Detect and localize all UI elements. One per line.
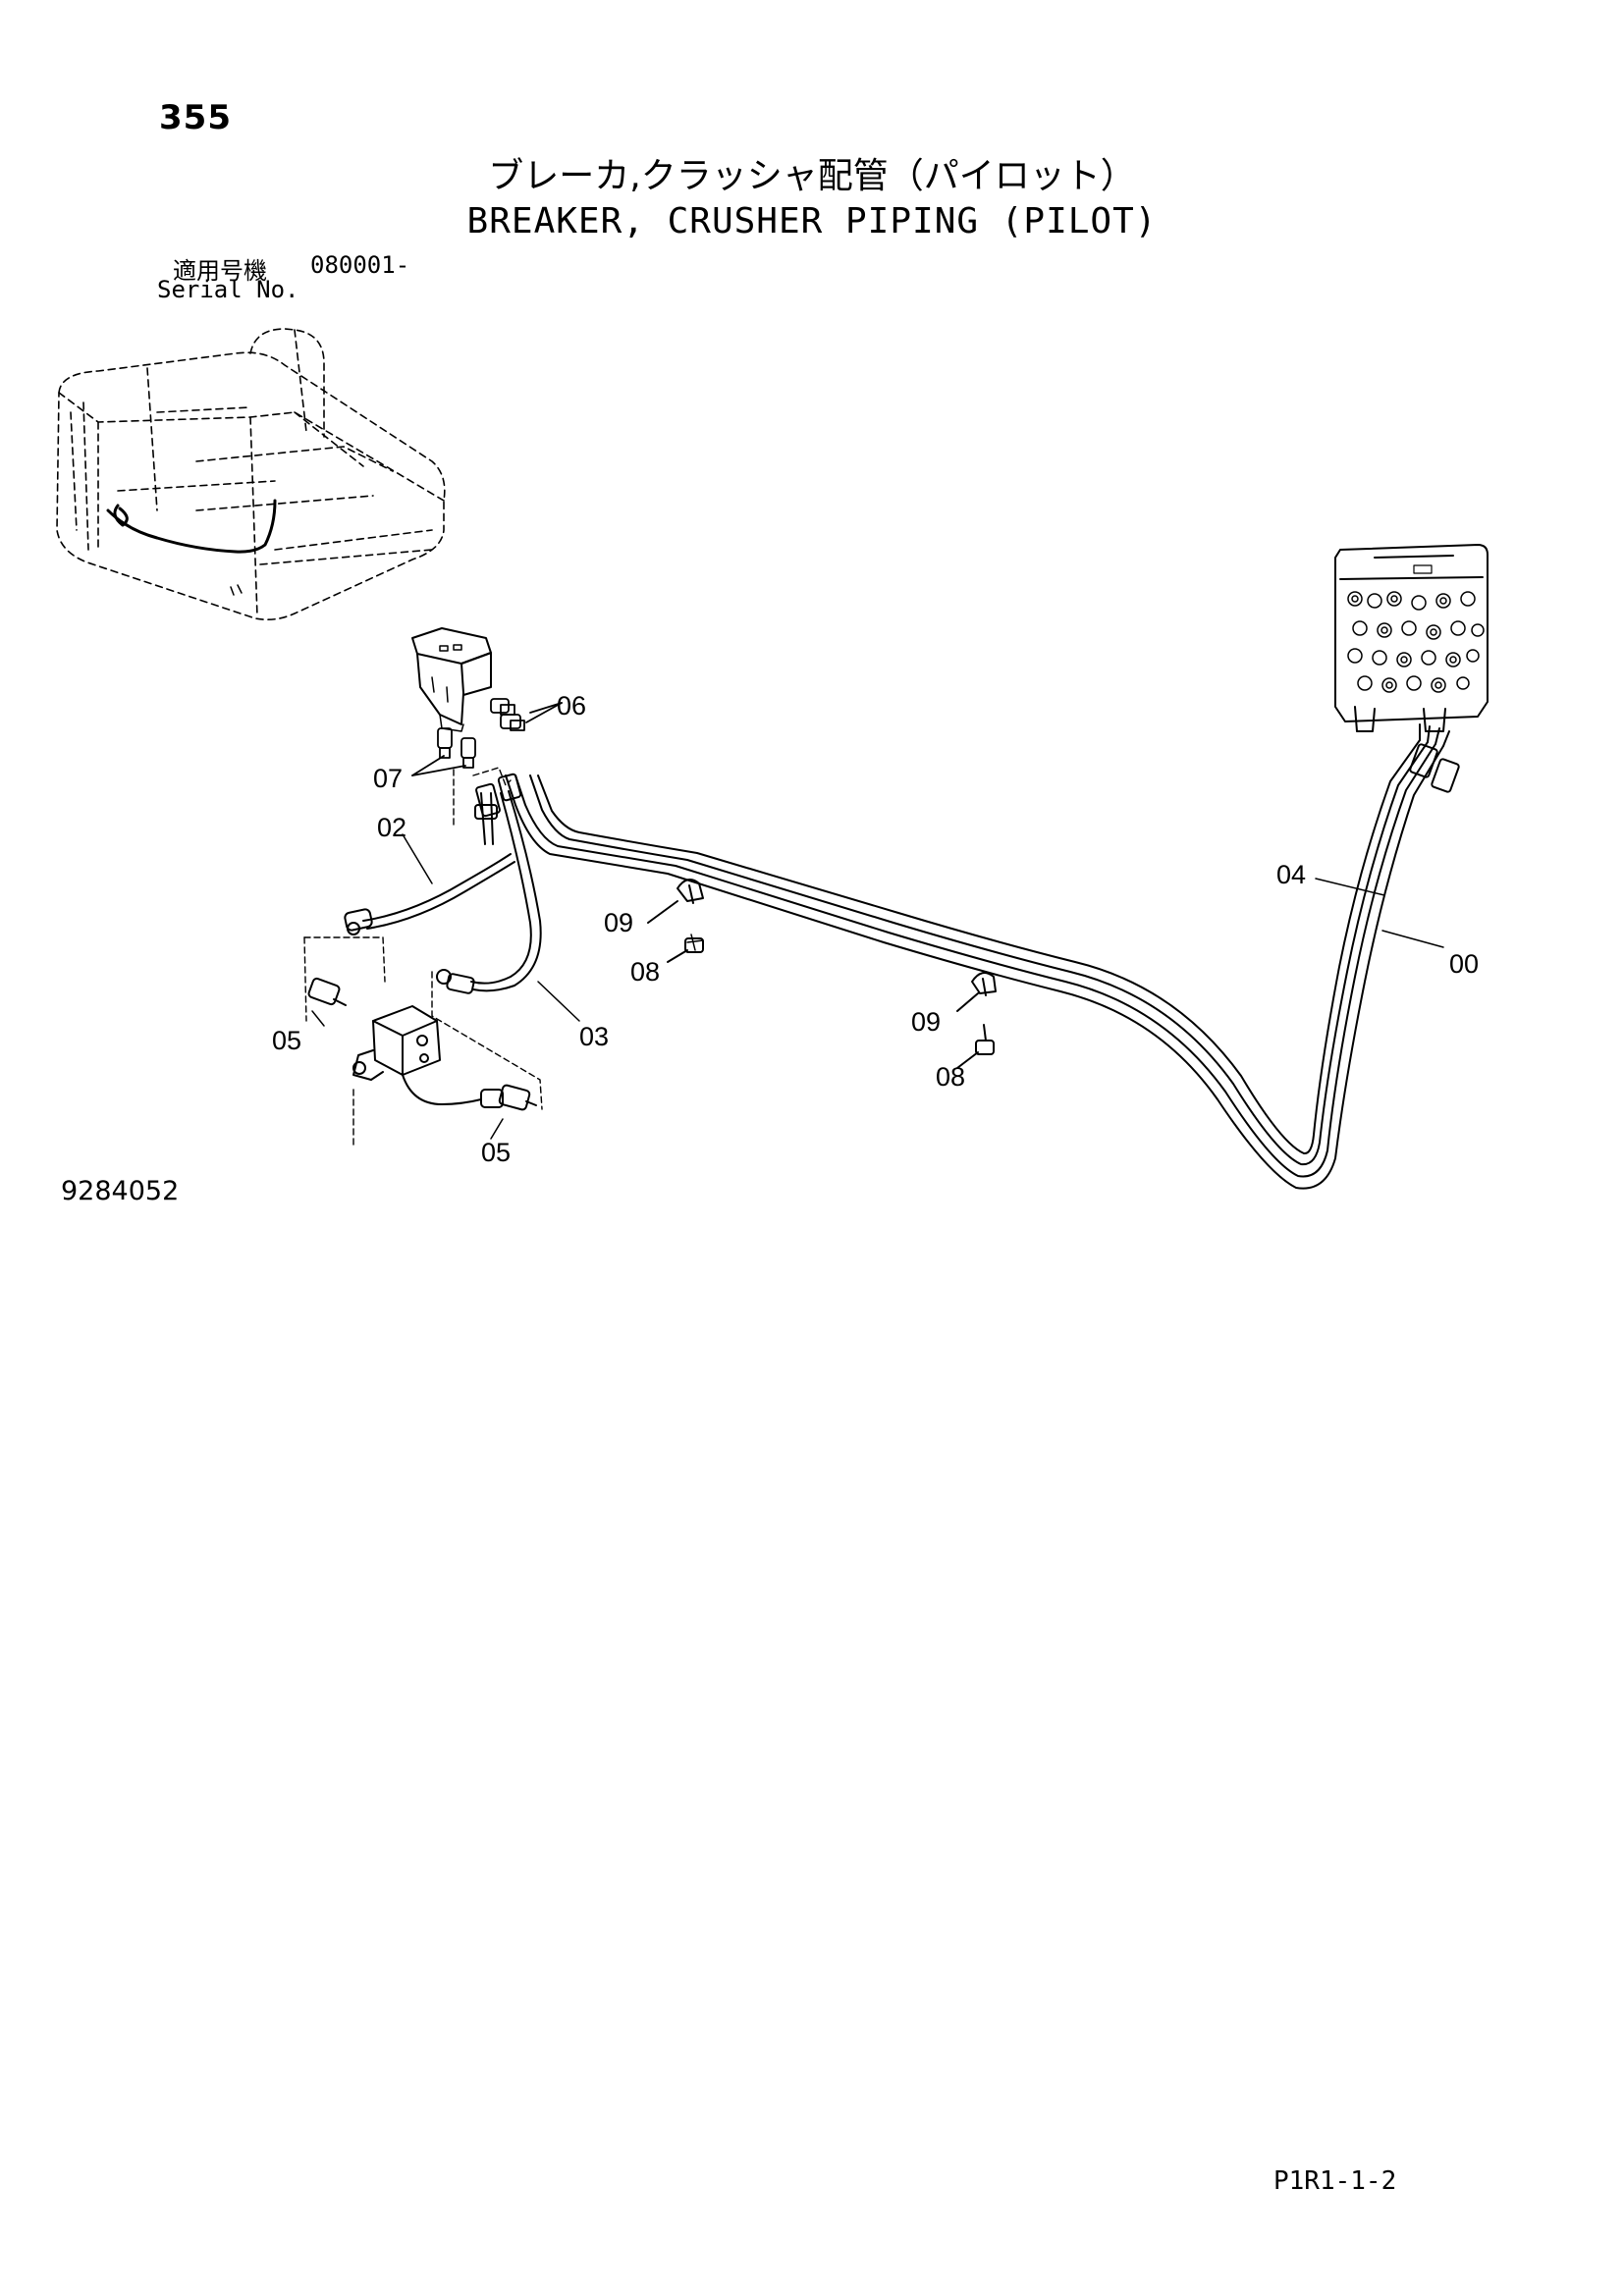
leader-lines [311,833,1444,1140]
callout-08-left: 08 [630,957,660,987]
hose-03 [436,790,542,994]
callout-07: 07 [373,764,403,793]
hose-02 [344,792,515,935]
solenoid-valve [352,1005,504,1108]
fitting-07 [411,727,476,776]
control-valve [1334,544,1489,732]
page-number: 355 [159,98,232,137]
callout-06: 06 [557,691,586,721]
callout-03: 03 [579,1022,609,1051]
pilot-valve-block [411,627,492,732]
callout-08-right: 08 [936,1062,965,1092]
callout-02: 02 [377,813,406,842]
callout-09-left: 09 [604,908,633,937]
sheet-code: P1R1-1-2 [1273,2166,1397,2196]
callout-05-left: 05 [272,1026,301,1055]
title-english: BREAKER, CRUSHER PIPING (PILOT) [466,201,1158,241]
callout-05-right: 05 [481,1138,511,1167]
callout-04: 04 [1276,860,1306,889]
serial-label-english: Serial No. [157,276,299,303]
serial-value: 080001- [310,251,410,279]
title-japanese: ブレーカ,クラッシャ配管（パイロット） [488,156,1136,196]
callout-00: 00 [1449,949,1479,979]
bolt-08-left [667,934,704,963]
fitting-05-right [498,1084,537,1111]
fitting-05-left [307,977,347,1006]
guide-lines [303,767,543,1149]
machine-location-inset [56,328,446,620]
pilot-hose-bundle [475,723,1460,1190]
drawing-number: 9284052 [61,1176,180,1206]
bolt-08-right [956,1024,995,1069]
clamp-09-left [647,879,704,924]
callout-09-right: 09 [911,1007,941,1037]
clamp-09-right [956,972,997,1012]
fitting-06 [490,698,563,731]
serial-label-japanese: 適用号機 [173,257,267,285]
